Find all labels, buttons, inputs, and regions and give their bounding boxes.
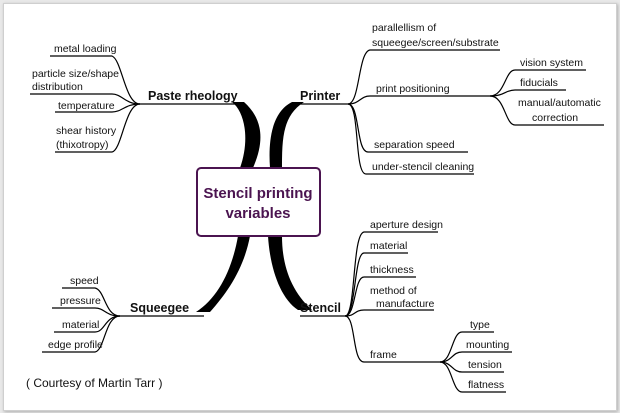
printer-item-under-stencil: under-stencil cleaning bbox=[372, 161, 474, 173]
paste-lines bbox=[30, 55, 236, 153]
printer-item-parallellism: parallellism of bbox=[372, 22, 436, 34]
squeegee-item-edge-profile: edge profile bbox=[48, 339, 103, 351]
paste-item-shear-history: shear history bbox=[56, 125, 117, 137]
connector-stencil bbox=[268, 236, 312, 310]
paste-item-metal-loading: metal loading bbox=[54, 43, 117, 55]
connector-paste bbox=[232, 102, 261, 170]
printer-item-print-positioning: print positioning bbox=[376, 83, 450, 95]
positioning-item-correction: correction bbox=[532, 112, 578, 124]
positioning-item-vision-system: vision system bbox=[520, 57, 583, 69]
center-title-line2: variables bbox=[225, 205, 290, 222]
stencil-item-material: material bbox=[370, 240, 407, 252]
stencil-item-manufacture: manufacture bbox=[376, 298, 435, 310]
stencil-item-method-of: method of bbox=[370, 285, 417, 297]
center-box bbox=[196, 167, 321, 237]
stencil-lines bbox=[300, 231, 512, 393]
branch-stencil-label: Stencil bbox=[300, 301, 341, 315]
branch-printer-label: Printer bbox=[300, 89, 340, 103]
paste-item-thixotropy: (thixotropy) bbox=[56, 139, 109, 151]
squeegee-lines bbox=[42, 287, 204, 353]
paste-item-particle-size: particle size/shape bbox=[32, 68, 119, 80]
branch-squeegee-label: Squeegee bbox=[130, 301, 189, 315]
stencil-item-frame: frame bbox=[370, 349, 397, 361]
printer-lines bbox=[298, 49, 604, 175]
positioning-item-manual-automatic: manual/automatic bbox=[518, 97, 601, 109]
stencil-item-aperture-design: aperture design bbox=[370, 219, 443, 231]
frame-item-tension: tension bbox=[468, 359, 502, 371]
stencil-item-thickness: thickness bbox=[370, 264, 414, 276]
paste-item-distribution: distribution bbox=[32, 81, 83, 93]
squeegee-item-material: material bbox=[62, 319, 99, 331]
squeegee-item-speed: speed bbox=[70, 275, 99, 287]
branch-paste-label: Paste rheology bbox=[148, 89, 238, 103]
printer-item-separation-speed: separation speed bbox=[374, 139, 455, 151]
frame-item-flatness: flatness bbox=[468, 379, 504, 391]
credit-caption: ( Courtesy of Martin Tarr ) bbox=[26, 376, 163, 390]
printer-item-squeegee-screen: squeegee/screen/substrate bbox=[372, 37, 499, 49]
connector-squeegee bbox=[196, 236, 250, 312]
frame-item-mounting: mounting bbox=[466, 339, 509, 351]
connector-printer bbox=[269, 102, 304, 170]
center-title-line1: Stencil printing bbox=[203, 185, 312, 202]
paste-item-temperature: temperature bbox=[58, 100, 115, 112]
positioning-item-fiducials: fiducials bbox=[520, 77, 558, 89]
frame-item-type: type bbox=[470, 319, 490, 331]
squeegee-item-pressure: pressure bbox=[60, 295, 101, 307]
